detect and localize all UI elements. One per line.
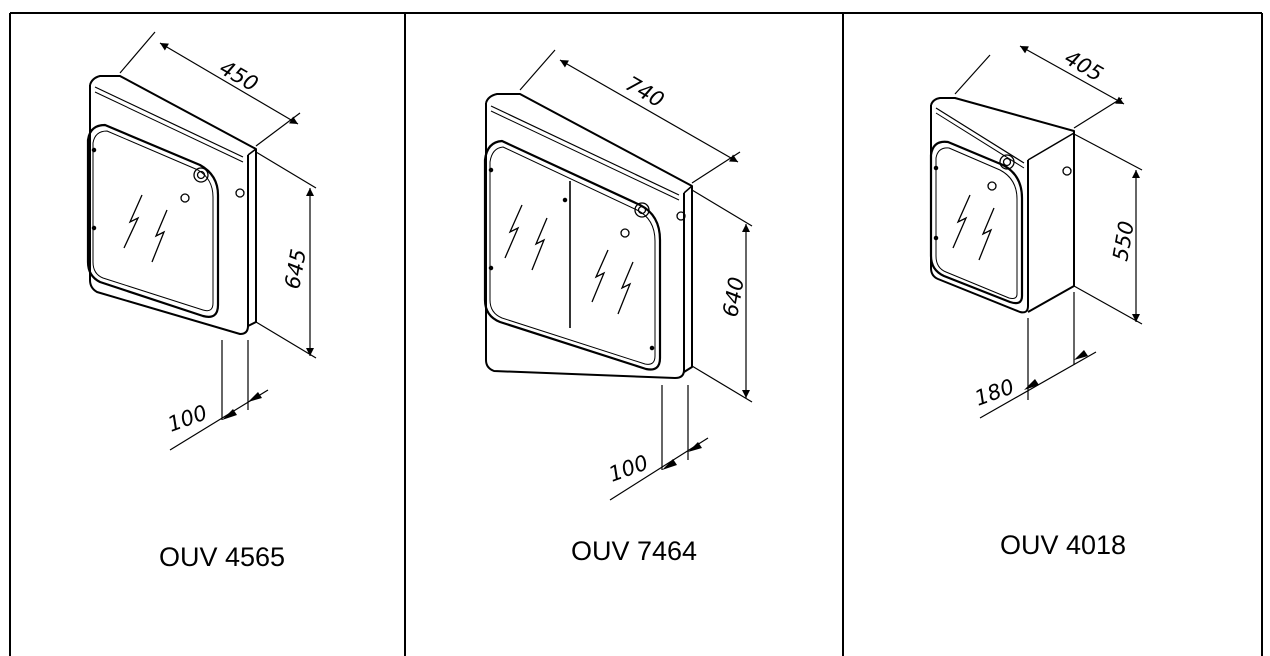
depth-label-1: 100 [165,400,211,436]
height-label-2: 640 [718,275,749,319]
door-outline [929,140,1024,305]
screw-icon [91,147,245,231]
dimension-arrow-icon [1024,350,1088,390]
table-frame [9,12,1263,656]
door-outline [483,139,662,371]
door-lock-icon [634,202,650,218]
lightning-bolt-icon [952,194,995,261]
width-label-2: 740 [622,72,669,113]
dimension-arrow-icon [662,442,702,470]
width-label-1: 450 [216,56,263,97]
model-label-ouv-7464: OUV 7464 [570,536,698,566]
model-label-ouv-4565: OUV 4565 [158,542,286,572]
width-label-3: 405 [1061,46,1108,87]
lightning-bolt-icon [123,194,168,263]
dimension-lines-1 [119,31,317,451]
dimension-lines-2 [519,49,753,501]
enclosure-drawing-3 [929,97,1075,314]
enclosure-drawing-2 [483,93,693,379]
dimension-arrow-icon [222,392,262,420]
depth-label-3: 180 [972,374,1018,410]
door-lock-icon [193,167,209,183]
screw-icon [933,165,1072,241]
height-label-3: 550 [1108,219,1139,263]
enclosure-drawing-1 [86,75,257,335]
door-outline [86,123,220,318]
height-label-1: 645 [280,247,311,291]
model-label-ouv-4018: OUV 4018 [999,530,1127,560]
door-lock-icon [999,154,1015,170]
screw-icon [488,167,686,351]
depth-label-2: 100 [606,450,652,486]
lightning-bolt-icon [504,204,634,315]
